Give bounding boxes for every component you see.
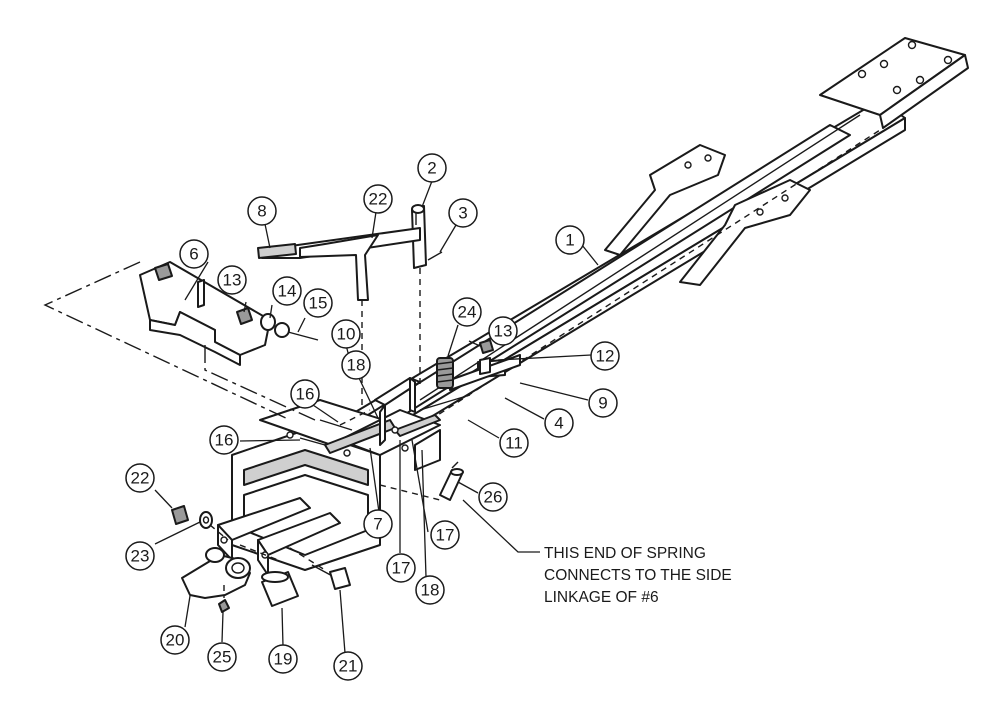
- assembly-lines: [43, 261, 441, 598]
- svg-text:13: 13: [223, 271, 242, 290]
- svg-text:12: 12: [596, 347, 615, 366]
- svg-text:16: 16: [296, 385, 315, 404]
- clevis-20: [181, 547, 251, 599]
- balloon-13-right: 13: [488, 316, 518, 346]
- svg-text:22: 22: [369, 190, 388, 209]
- svg-text:23: 23: [131, 547, 150, 566]
- spring-24: [436, 357, 454, 389]
- note-line-2: CONNECTS TO THE SIDE: [544, 567, 732, 584]
- balloon-6: 6: [179, 239, 209, 269]
- note-line-1: THIS END OF SPRING: [544, 545, 706, 562]
- svg-text:13: 13: [494, 322, 513, 341]
- washer-23: [199, 511, 213, 529]
- svg-text:25: 25: [213, 648, 232, 667]
- svg-text:4: 4: [554, 414, 563, 433]
- svg-text:18: 18: [421, 581, 440, 600]
- balloon-1: 1: [555, 225, 585, 255]
- svg-text:17: 17: [392, 559, 411, 578]
- svg-text:3: 3: [458, 204, 467, 223]
- bushing-19: [261, 571, 299, 607]
- balloon-16-lower: 16: [209, 425, 239, 455]
- balloon-21: 21: [333, 651, 363, 681]
- main-frame: [299, 37, 969, 473]
- latch-mechanism: [324, 354, 521, 471]
- svg-text:22: 22: [131, 469, 150, 488]
- bolt-13-right: [479, 339, 494, 375]
- balloon-13-left: 13: [217, 265, 247, 295]
- svg-text:1: 1: [565, 231, 574, 250]
- balloon-3: 3: [448, 198, 478, 228]
- balloon-17-right: 17: [430, 520, 460, 550]
- balloon-7: 7: [363, 509, 393, 539]
- svg-text:24: 24: [458, 303, 477, 322]
- balloon-26: 26: [478, 482, 508, 512]
- pin-3: [427, 251, 443, 261]
- svg-text:10: 10: [337, 325, 356, 344]
- spring-note: THIS END OF SPRING CONNECTS TO THE SIDE …: [544, 545, 732, 606]
- handle-grip-8: [257, 243, 297, 259]
- balloon-18-lower: 18: [415, 575, 445, 605]
- balloon-2: 2: [417, 153, 447, 183]
- balloon-9: 9: [588, 388, 618, 418]
- svg-text:7: 7: [373, 515, 382, 534]
- svg-text:18: 18: [347, 356, 366, 375]
- svg-text:8: 8: [257, 202, 266, 221]
- svg-text:21: 21: [339, 657, 358, 676]
- svg-text:20: 20: [166, 631, 185, 650]
- svg-text:17: 17: [436, 526, 455, 545]
- balloon-16-upper: 16: [290, 379, 320, 409]
- balloon-12: 12: [590, 341, 620, 371]
- balloon-20: 20: [160, 625, 190, 655]
- svg-text:11: 11: [505, 434, 523, 453]
- balloon-4: 4: [544, 408, 574, 438]
- bolt-21: [311, 564, 351, 590]
- svg-text:9: 9: [598, 394, 607, 413]
- balloon-22-upper: 22: [363, 184, 393, 214]
- balloon-19: 19: [268, 644, 298, 674]
- side-linkage-6: [139, 261, 271, 366]
- balloon-14: 14: [272, 276, 302, 306]
- svg-text:14: 14: [278, 282, 297, 301]
- balloon-22-lower: 22: [125, 463, 155, 493]
- balloon-25: 25: [207, 642, 237, 672]
- balloon-23: 23: [125, 541, 155, 571]
- balloon-24: 24: [452, 297, 482, 327]
- svg-text:15: 15: [309, 294, 328, 313]
- balloon-8: 8: [247, 196, 277, 226]
- svg-text:26: 26: [484, 488, 503, 507]
- part-balloons: 1 2 3 4 6 7 8 9 10 11 12 13 13 14 15: [125, 153, 620, 681]
- balloon-11: 11: [499, 428, 529, 458]
- note-line-3: LINKAGE OF #6: [544, 589, 659, 606]
- spring-end-26: [439, 461, 464, 501]
- balloon-15: 15: [303, 288, 333, 318]
- nut-22: [171, 505, 189, 525]
- svg-text:2: 2: [427, 159, 436, 178]
- svg-text:6: 6: [189, 245, 198, 264]
- fasteners-13-14-15: [236, 307, 319, 341]
- zerk-25: [218, 599, 230, 613]
- leader-lines: [154, 180, 599, 654]
- balloon-17-left: 17: [386, 553, 416, 583]
- balloon-18-upper: 18: [341, 350, 371, 380]
- svg-text:16: 16: [215, 431, 234, 450]
- svg-text:19: 19: [274, 650, 293, 669]
- balloon-10: 10: [331, 319, 361, 349]
